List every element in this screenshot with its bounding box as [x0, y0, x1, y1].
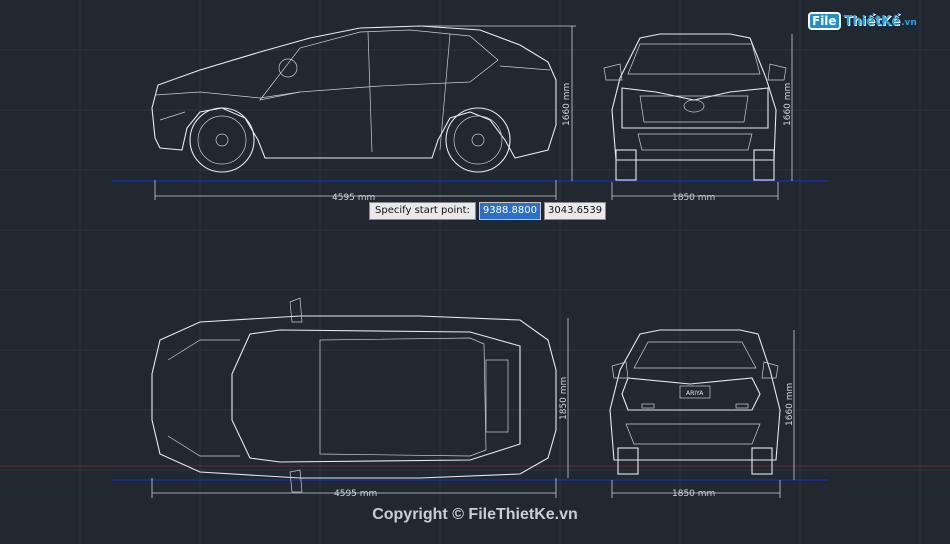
logo-suffix: .vn [901, 18, 917, 28]
front-width-label: 1850 mm [672, 193, 715, 203]
prompt-label: Specify start point: [369, 202, 476, 220]
copyright-text: Copyright © FileThietKe.vn [372, 506, 578, 523]
logo-box: File [808, 12, 841, 30]
watermark-logo: File ThiếtKế .vn [808, 12, 917, 30]
rear-badge: ARIYA [686, 390, 704, 397]
car-front-view[interactable] [603, 33, 787, 181]
y-coordinate-input[interactable]: 3043.6539 [544, 202, 607, 220]
top-length-label: 4595 mm [334, 489, 377, 499]
top-dimensions [151, 318, 569, 498]
car-top-view[interactable] [151, 297, 557, 493]
logo-text: ThiếtKế [843, 13, 901, 29]
side-length-label: 4595 mm [332, 193, 375, 203]
x-coordinate-input[interactable]: 9388.8800 [478, 202, 541, 220]
rear-width-label: 1850 mm [672, 489, 715, 499]
rear-dimensions [611, 330, 795, 498]
car-rear-view[interactable]: ARIYA [609, 329, 781, 475]
side-dimensions [154, 25, 576, 200]
front-dimensions [611, 34, 793, 200]
rear-height-label: 1660 mm [785, 383, 795, 426]
front-height-label: 1660 mm [783, 83, 793, 126]
dynamic-input-tooltip: Specify start point: 9388.8800 3043.6539 [369, 202, 607, 220]
car-side-view[interactable] [151, 25, 557, 173]
top-width-label: 1850 mm [559, 377, 569, 420]
side-height-label: 1660 mm [562, 83, 572, 126]
